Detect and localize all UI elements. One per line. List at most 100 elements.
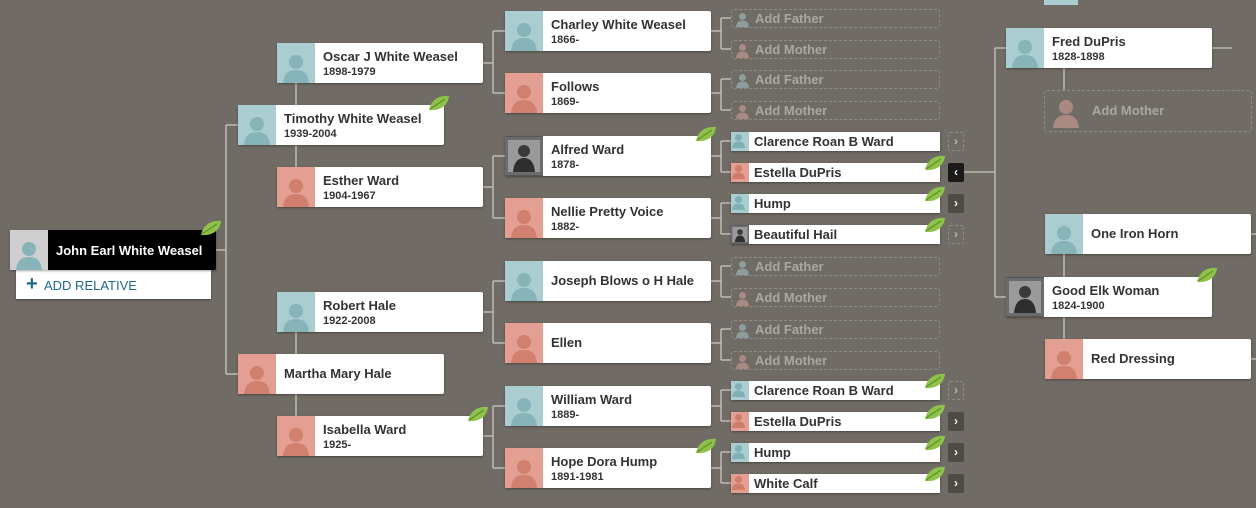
add-parent-label: Add Father	[755, 259, 824, 274]
grandparent-card[interactable]: Oscar J White Weasel 1898-1979	[277, 43, 483, 83]
person-photo	[505, 136, 543, 176]
person-card-compact[interactable]: Hump	[731, 435, 945, 462]
person-card-compact[interactable]: Hump	[731, 186, 945, 213]
hint-leaf-icon[interactable]	[924, 217, 946, 233]
add-mother-button[interactable]: Add Mother	[731, 351, 940, 370]
add-father-button[interactable]: Add Father	[731, 320, 940, 339]
person-avatar-icon	[735, 11, 751, 27]
person-avatar-icon	[277, 43, 315, 83]
person-name: Hump	[754, 445, 791, 460]
hint-leaf-icon[interactable]	[924, 373, 946, 389]
person-avatar-icon	[1045, 339, 1083, 379]
hint-leaf-icon[interactable]	[467, 406, 489, 422]
person-name: Nellie Pretty Voice	[551, 204, 664, 219]
hint-leaf-icon[interactable]	[924, 186, 946, 202]
hint-leaf-icon[interactable]	[428, 95, 450, 111]
parent-card[interactable]: Timothy White Weasel 1939-2004	[238, 95, 449, 145]
person-lifespan: 1922-2008	[323, 315, 376, 327]
person-card-compact[interactable]: Clarence Roan B Ward	[731, 373, 945, 400]
person-avatar-icon	[1045, 214, 1083, 254]
add-mother-button[interactable]: Add Mother	[731, 288, 940, 307]
great-grandparent-card[interactable]: Follows 1869-	[505, 73, 711, 113]
person-avatar-icon	[731, 412, 749, 431]
person-name: Esther Ward	[323, 173, 400, 188]
add-father-button[interactable]: Add Father	[731, 257, 940, 276]
person-card-compact[interactable]: White Calf	[731, 466, 945, 493]
ancestor-card[interactable]: One Iron Horn	[1045, 214, 1251, 254]
expand-arrow-button[interactable]: ›	[948, 225, 964, 244]
root-person-card[interactable]: John Earl White Weasel	[10, 220, 221, 270]
great-grandparent-card[interactable]: Alfred Ward 1878-	[505, 126, 716, 176]
add-mother-button[interactable]: Add Mother	[731, 40, 940, 59]
person-name: Oscar J White Weasel	[323, 49, 458, 64]
add-parent-label: Add Father	[755, 11, 824, 26]
person-avatar-icon	[731, 132, 749, 151]
great-grandparent-card[interactable]: Ellen	[505, 323, 711, 363]
grandparent-card[interactable]: Isabella Ward 1925-	[277, 406, 488, 456]
person-avatar-icon	[505, 323, 543, 363]
person-card-compact[interactable]: Estella DuPris	[731, 404, 945, 431]
person-avatar-icon	[1006, 28, 1044, 68]
great-grandparent-card[interactable]: Joseph Blows o H Hale	[505, 261, 711, 301]
person-avatar-icon	[505, 448, 543, 488]
person-avatar-icon	[277, 292, 315, 332]
person-lifespan: 1889-	[551, 409, 580, 421]
person-card-compact[interactable]: Estella DuPris	[731, 155, 945, 182]
expand-arrow-button[interactable]: ›	[948, 412, 964, 431]
hint-leaf-icon[interactable]	[695, 126, 717, 142]
person-name: Alfred Ward	[551, 142, 625, 157]
add-parent-label: Add Mother	[755, 42, 828, 57]
hint-leaf-icon[interactable]	[924, 466, 946, 482]
expand-arrow-button[interactable]: ›	[948, 381, 964, 400]
person-name: Martha Mary Hale	[284, 366, 392, 381]
person-avatar-icon	[505, 198, 543, 238]
parent-card[interactable]: Martha Mary Hale	[238, 354, 444, 394]
person-name: Timothy White Weasel	[284, 111, 422, 126]
person-lifespan: 1898-1979	[323, 66, 376, 78]
person-lifespan: 1878-	[551, 159, 580, 171]
expand-arrow-button[interactable]: ›	[948, 132, 964, 151]
person-name: Ellen	[551, 335, 583, 350]
person-lifespan: 1939-2004	[284, 128, 337, 140]
hint-leaf-icon[interactable]	[1196, 267, 1218, 283]
person-avatar-icon	[238, 105, 276, 145]
person-lifespan: 1828-1898	[1052, 51, 1105, 63]
ancestor-card[interactable]: Red Dressing	[1045, 339, 1251, 379]
collapse-arrow-button[interactable]: ‹	[948, 163, 964, 182]
person-avatar-icon	[505, 11, 543, 51]
hint-leaf-icon[interactable]	[924, 155, 946, 171]
add-mother-button[interactable]: Add Mother	[731, 101, 940, 120]
add-father-button[interactable]: Add Father	[731, 70, 940, 89]
person-name: Isabella Ward	[323, 422, 407, 437]
hint-leaf-icon[interactable]	[924, 404, 946, 420]
hint-leaf-icon[interactable]	[695, 438, 717, 454]
expand-arrow-button[interactable]: ›	[948, 443, 964, 462]
person-lifespan: 1869-	[551, 96, 580, 108]
person-name: Follows	[551, 79, 600, 94]
person-card-compact[interactable]: Clarence Roan B Ward	[731, 132, 940, 151]
add-father-button[interactable]: Add Father	[731, 9, 940, 28]
add-mother-button[interactable]: Add Mother	[1044, 90, 1252, 132]
add-parent-label: Add Father	[755, 72, 824, 87]
hint-leaf-icon[interactable]	[924, 435, 946, 451]
person-card-compact[interactable]: Beautiful Hail	[731, 217, 945, 244]
person-avatar-icon	[505, 73, 543, 113]
person-lifespan: 1925-	[323, 439, 352, 451]
expand-arrow-button[interactable]: ›	[948, 474, 964, 493]
expand-arrow-button[interactable]: ›	[948, 194, 964, 213]
offscreen-person-card[interactable]	[1044, 0, 1078, 5]
add-relative-button[interactable]: + ADD RELATIVE	[16, 270, 211, 299]
person-lifespan: 1891-1981	[551, 471, 604, 483]
hint-leaf-icon[interactable]	[200, 220, 222, 236]
person-name: Beautiful Hail	[754, 227, 838, 242]
